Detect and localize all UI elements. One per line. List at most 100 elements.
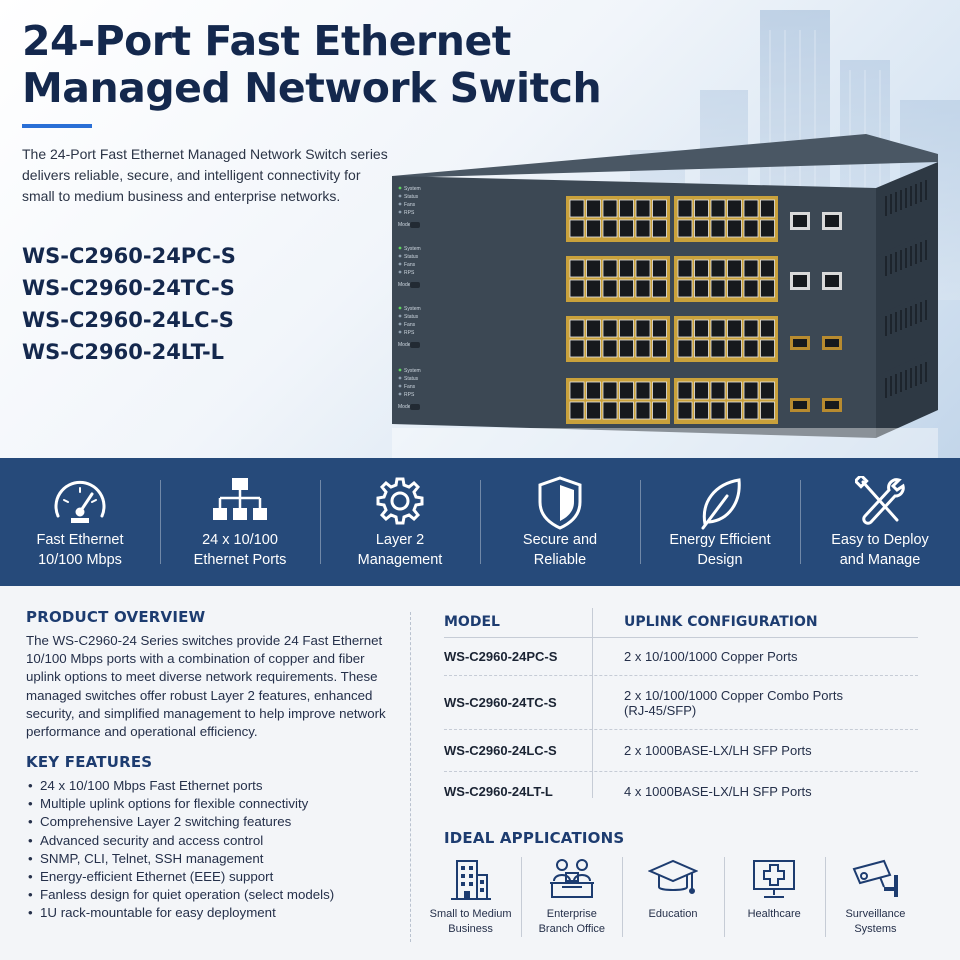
cell-model: WS-C2960-24PC-S: [444, 649, 558, 664]
ethernet-port: [635, 381, 651, 400]
ethernet-port: [727, 199, 742, 218]
ethernet-port: [694, 381, 709, 400]
ethernet-port: [727, 401, 742, 420]
key-features: KEY FEATURES 24 x 10/100 Mbps Fast Ether…: [26, 753, 396, 923]
ethernet-port: [694, 199, 709, 218]
column-header-model: MODEL: [444, 614, 500, 630]
ethernet-port: [652, 381, 667, 400]
stacked-switches-image: SystemStatusFansRPSModeSystemStatusFansR…: [392, 134, 938, 458]
section-heading: IDEAL APPLICATIONS: [444, 829, 625, 847]
table-row: WS-C2960-24TC-S 2 x 10/100/1000 Copper C…: [444, 676, 918, 730]
ethernet-port: [619, 401, 634, 420]
ethernet-port: [586, 279, 601, 298]
feature-energy: Energy Efficient Design: [640, 458, 800, 586]
status-led: [398, 210, 402, 214]
feature-fast-ethernet: Fast Ethernet 10/100 Mbps: [0, 458, 160, 586]
application-label: Surveillance Systems: [845, 908, 906, 935]
ethernet-port: [727, 259, 742, 278]
ethernet-port: [677, 381, 693, 400]
status-led: [398, 202, 402, 206]
ethernet-port: [652, 401, 667, 420]
list-item: 24 x 10/100 Mbps Fast Ethernet ports: [26, 777, 396, 795]
status-label: Fans: [404, 202, 416, 208]
status-label: Status: [404, 314, 419, 320]
status-label: Fans: [404, 384, 416, 390]
ethernet-port: [619, 319, 634, 338]
feature-label: 24 x 10/100 Ethernet Ports: [193, 532, 287, 568]
title-line-1: 24-Port Fast Ethernet: [22, 17, 511, 65]
column-divider: [410, 612, 411, 942]
uplink-port: [793, 275, 807, 287]
floor-reflection: [392, 428, 938, 458]
list-item: SNMP, CLI, Telnet, SSH management: [26, 850, 396, 868]
ethernet-port: [743, 199, 759, 218]
application-label: Education: [648, 908, 698, 920]
ethernet-port: [760, 339, 775, 358]
medical-monitor-icon: [753, 860, 796, 898]
cell-uplink: 2 x 1000BASE-LX/LH SFP Ports: [624, 743, 812, 758]
switch-side: [876, 162, 938, 256]
ethernet-port: [652, 319, 667, 338]
table-row: WS-C2960-24LT-L 4 x 1000BASE-LX/LH SFP P…: [444, 772, 918, 810]
ethernet-port: [652, 259, 667, 278]
list-item: 1U rack-mountable for easy deployment: [26, 904, 396, 922]
section-heading: PRODUCT OVERVIEW: [26, 608, 206, 626]
ethernet-port: [677, 319, 693, 338]
ethernet-port: [586, 381, 601, 400]
ethernet-port: [652, 339, 667, 358]
sfp-port: [793, 401, 807, 409]
ethernet-port: [586, 219, 601, 238]
ethernet-port: [743, 319, 759, 338]
ethernet-port: [586, 199, 601, 218]
ethernet-port: [602, 381, 618, 400]
ethernet-port: [602, 199, 618, 218]
ethernet-port: [635, 401, 651, 420]
shield-icon: [538, 476, 582, 530]
feature-layer2: Layer 2 Management: [320, 458, 480, 586]
ethernet-port: [586, 319, 601, 338]
ethernet-port: [652, 199, 667, 218]
ethernet-port: [743, 339, 759, 358]
title-line-2: Managed Network Switch: [22, 64, 602, 112]
ethernet-port: [694, 319, 709, 338]
tools-icon: [855, 476, 905, 525]
status-label: Status: [404, 194, 419, 200]
status-led: [398, 384, 402, 388]
speedometer-icon: [54, 480, 106, 523]
table-row: WS-C2960-24PC-S 2 x 10/100/1000 Copper P…: [444, 638, 918, 676]
feature-label: Easy to Deploy and Manage: [831, 532, 929, 568]
uplink-port: [793, 215, 807, 227]
application-item: Surveillance Systems: [824, 855, 926, 945]
model-table: MODEL UPLINK CONFIGURATION WS-C2960-24PC…: [444, 608, 918, 810]
cell-model: WS-C2960-24LT-L: [444, 783, 553, 799]
ethernet-port: [569, 401, 585, 420]
status-led: [398, 262, 402, 266]
ethernet-port: [635, 199, 651, 218]
ethernet-port: [569, 279, 585, 298]
ethernet-port: [677, 401, 693, 420]
model-list: WS-C2960-24PC-S WS-C2960-24TC-S WS-C2960…: [22, 240, 236, 368]
ethernet-port: [710, 339, 726, 358]
list-item: Energy-efficient Ethernet (EEE) support: [26, 868, 396, 886]
ethernet-port: [602, 219, 618, 238]
building-icon: [450, 860, 491, 900]
ethernet-port: [569, 381, 585, 400]
application-label: Enterprise Branch Office: [538, 908, 606, 935]
overview-text: The WS-C2960-24 Series switches provide …: [26, 633, 386, 740]
ethernet-port: [743, 381, 759, 400]
ethernet-port: [652, 279, 667, 298]
status-label: RPS: [404, 210, 415, 216]
intro-text: The 24-Port Fast Ethernet Managed Networ…: [22, 146, 388, 204]
ethernet-port: [586, 259, 601, 278]
ethernet-port: [743, 259, 759, 278]
ethernet-port: [602, 339, 618, 358]
status-led: [398, 186, 402, 190]
table-header: MODEL UPLINK CONFIGURATION: [444, 608, 918, 638]
status-led: [398, 314, 402, 318]
title-accent-rule: [22, 124, 92, 128]
ethernet-port: [743, 219, 759, 238]
cell-uplink: 2 x 10/100/1000 Copper Combo Ports (RJ-4…: [624, 687, 843, 718]
sfp-port: [825, 339, 839, 347]
ethernet-port: [760, 401, 775, 420]
